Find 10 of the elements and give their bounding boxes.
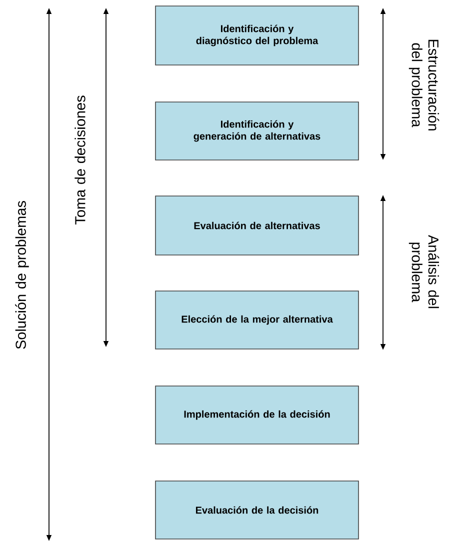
process-box: Evaluación de alternativas — [155, 196, 359, 256]
process-box: Evaluación de la decisión — [155, 480, 359, 540]
side-label: Toma de decisiones — [74, 96, 86, 225]
process-box: Identificación y generación de alternativas — [155, 102, 359, 160]
process-box: Elección de la mejor alternativa — [155, 290, 359, 350]
side-label: Solución de problemas — [15, 201, 29, 349]
side-label: Estructuración del problema — [408, 40, 440, 130]
process-box: Identificación y diagnóstico del problema — [155, 6, 359, 66]
process-box: Implementación de la decisión — [155, 386, 359, 444]
side-label: Análisis del problema — [408, 234, 440, 308]
